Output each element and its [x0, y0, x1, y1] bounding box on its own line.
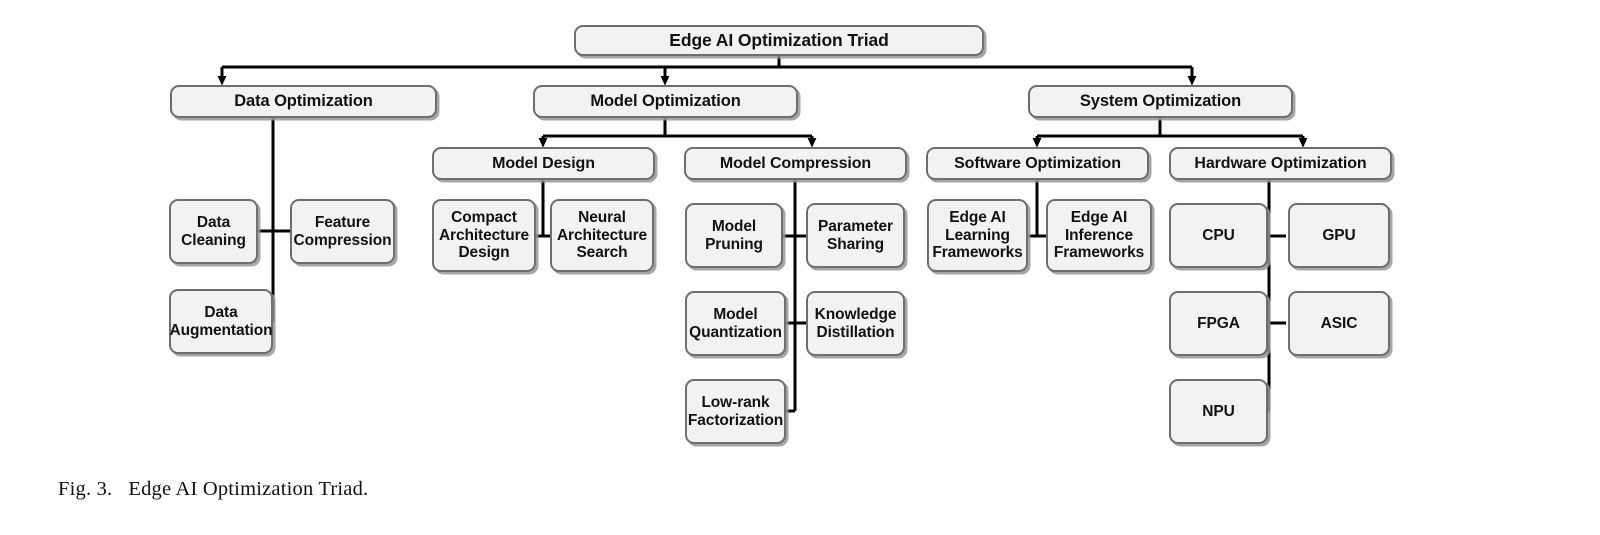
node-npu[interactable]: NPU	[1169, 379, 1268, 444]
node-knowledge-distillation[interactable]: Knowledge Distillation	[806, 291, 905, 356]
node-root[interactable]: Edge AI Optimization Triad	[574, 25, 984, 56]
node-edge-ai-inference-frameworks[interactable]: Edge AI Inference Frameworks	[1046, 199, 1152, 272]
node-software-optimization[interactable]: Software Optimization	[926, 147, 1149, 180]
node-gpu[interactable]: GPU	[1288, 203, 1390, 268]
node-parameter-sharing[interactable]: Parameter Sharing	[806, 203, 905, 268]
node-data-optimization[interactable]: Data Optimization	[170, 85, 437, 118]
node-edge-ai-learning-frameworks[interactable]: Edge AI Learning Frameworks	[927, 199, 1028, 272]
node-model-quantization[interactable]: Model Quantization	[685, 291, 786, 356]
node-system-optimization[interactable]: System Optimization	[1028, 85, 1293, 118]
node-compact-architecture-design[interactable]: Compact Architecture Design	[432, 199, 536, 272]
node-neural-architecture-search[interactable]: Neural Architecture Search	[550, 199, 654, 272]
node-asic[interactable]: ASIC	[1288, 291, 1390, 356]
node-model-pruning[interactable]: Model Pruning	[685, 203, 783, 268]
node-data-cleaning[interactable]: Data Cleaning	[169, 199, 258, 264]
node-model-design[interactable]: Model Design	[432, 147, 655, 180]
node-model-compression[interactable]: Model Compression	[684, 147, 907, 180]
figure-caption: Fig. 3. Edge AI Optimization Triad.	[58, 478, 369, 500]
node-model-optimization[interactable]: Model Optimization	[533, 85, 798, 118]
node-data-augmentation[interactable]: Data Augmentation	[169, 289, 273, 354]
node-cpu[interactable]: CPU	[1169, 203, 1268, 268]
node-feature-compression[interactable]: Feature Compression	[290, 199, 395, 264]
node-hardware-optimization[interactable]: Hardware Optimization	[1169, 147, 1392, 180]
node-low-rank-factorization[interactable]: Low-rank Factorization	[685, 379, 786, 444]
node-fpga[interactable]: FPGA	[1169, 291, 1268, 356]
